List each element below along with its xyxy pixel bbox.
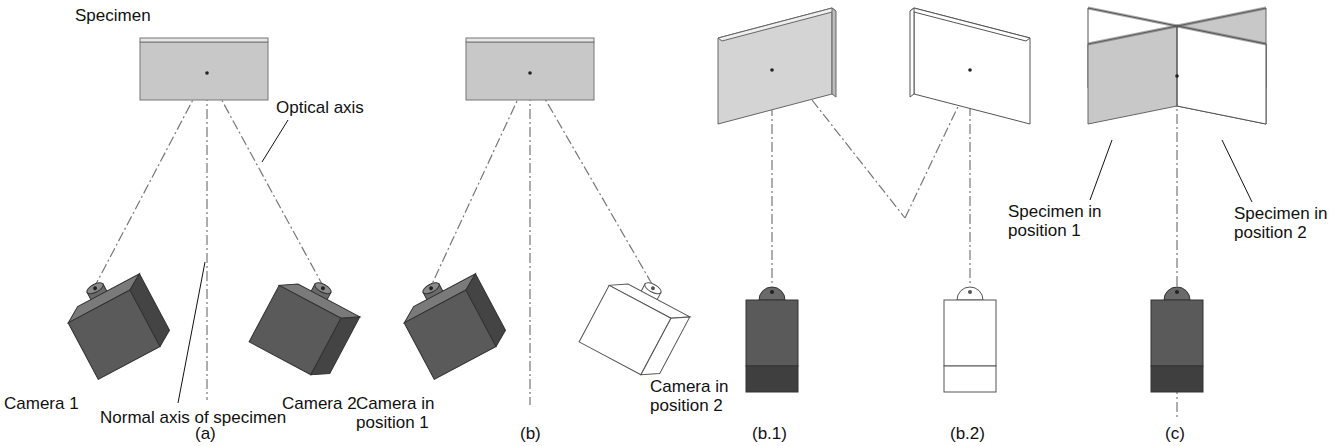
panel-label: (b) — [520, 424, 541, 443]
panel-label: (c) — [1165, 424, 1185, 443]
axis-label: Optical axis — [276, 98, 364, 117]
part-name: Camera 1 — [4, 394, 79, 413]
axis-label: Normal axis of specimen — [100, 408, 286, 427]
panel-label: (a) — [195, 424, 216, 443]
part-name: Specimen in position 2 — [1234, 204, 1330, 242]
part-name: Camera 2 — [282, 394, 357, 413]
part-name: Camera in position 1 — [356, 394, 444, 432]
part-name: Specimen in position 1 — [1008, 202, 1104, 240]
part-name: Specimen — [75, 6, 151, 25]
panel-label: (b.1) — [752, 424, 787, 443]
panel-label: (b.2) — [950, 424, 985, 443]
part-name: Camera in position 2 — [650, 377, 738, 415]
